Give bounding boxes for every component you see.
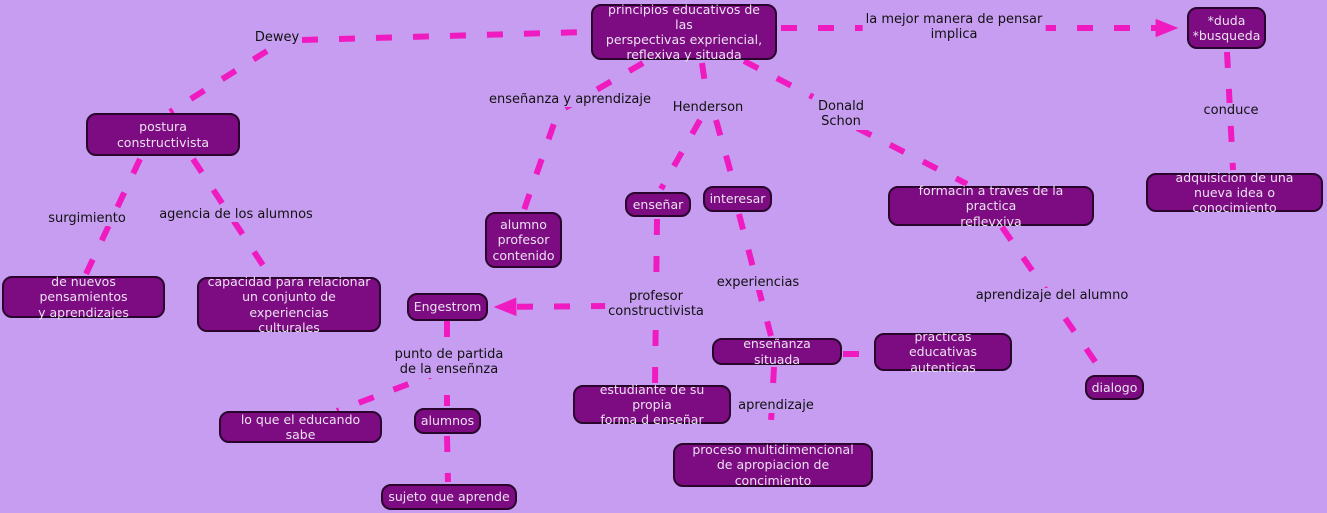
node-alumnos[interactable]: alumnos <box>414 408 481 434</box>
node-ensenanza-situada[interactable]: enseñanza situada <box>712 336 842 367</box>
node-postura-constructivista[interactable]: postura constructivista <box>86 113 240 156</box>
edge-postura-capacidad[interactable] <box>190 157 273 278</box>
edge-label-punto-de-partida[interactable]: punto de partida de la enseñnza <box>391 347 507 378</box>
node-alumno-profesor-contenido[interactable]: alumno profesor contenido <box>485 212 562 268</box>
edge-label-profesor-constructivista[interactable]: profesor constructivista <box>605 289 707 320</box>
edge-profesor-engestrom[interactable] <box>493 297 608 317</box>
node-duda-busqueda[interactable]: *duda *busqueda <box>1187 7 1266 49</box>
edge-henderson-ensenar[interactable] <box>658 118 703 191</box>
node-de-nuevos-pensamientos[interactable]: de nuevos pensamientos y aprendizajes <box>2 274 165 320</box>
node-dialogo[interactable]: dialogo <box>1085 375 1144 400</box>
edge-label-agencia-alumnos[interactable]: agencia de los alumnos <box>156 207 316 223</box>
node-interesar[interactable]: interesar <box>703 186 772 212</box>
node-sujeto-que-aprende[interactable]: sujeto que aprende <box>381 484 517 510</box>
edge-label-conduce[interactable]: conduce <box>1200 103 1262 119</box>
edge-label-dewey[interactable]: Dewey <box>251 30 303 46</box>
edge-label-donald-schon[interactable]: Donald Schon <box>814 99 868 130</box>
edge-donald-formacin[interactable] <box>855 125 969 187</box>
edge-label-mejor-manera[interactable]: la mejor manera de pensar implica <box>862 12 1046 43</box>
node-estudiante-propia-forma[interactable]: estudiante de su propia forma d enseñar <box>573 382 731 427</box>
edge-label-surgimiento[interactable]: surgimiento <box>45 211 129 227</box>
edge-dewey-postura[interactable] <box>168 48 269 115</box>
node-adquisicion[interactable]: adquisicion de una nueva idea o conocimi… <box>1146 170 1323 215</box>
node-practicas-educativas[interactable]: practicas educativas autenticas <box>874 329 1012 375</box>
edge-principios-alumno-profesor[interactable] <box>521 60 645 211</box>
node-proceso-multidimencional[interactable]: proceso multidimencional de apropiacion … <box>673 442 873 488</box>
edge-label-aprendizaje[interactable]: aprendizaje <box>735 398 817 414</box>
edge-alumnos-sujeto[interactable] <box>444 435 451 483</box>
edge-label-henderson[interactable]: Henderson <box>669 100 747 116</box>
node-ensenar[interactable]: enseñar <box>625 192 691 217</box>
node-capacidad-relacionar[interactable]: capacidad para relacionar un conjunto de… <box>197 274 381 335</box>
node-formacin-practica[interactable]: formacin a traves de la practica reflevx… <box>888 183 1094 229</box>
edge-label-experiencias[interactable]: experiencias <box>713 275 803 291</box>
edge-label-aprendizaje-del-alumno[interactable]: aprendizaje del alumno <box>972 288 1132 304</box>
edge-henderson-interesar[interactable] <box>713 119 737 185</box>
edge-label-ensenanza-y-aprendizaje[interactable]: enseñanza y aprendizaje <box>486 92 654 108</box>
edge-principios-donald[interactable] <box>742 58 815 100</box>
edge-principios-henderson[interactable] <box>699 62 710 98</box>
edge-dewey-principios[interactable] <box>301 29 587 43</box>
node-engestrom[interactable]: Engestrom <box>407 293 488 321</box>
node-lo-que-educando-sabe[interactable]: lo que el educando sabe <box>219 411 382 443</box>
node-principios[interactable]: principios educativos de las perspectiva… <box>591 2 777 62</box>
